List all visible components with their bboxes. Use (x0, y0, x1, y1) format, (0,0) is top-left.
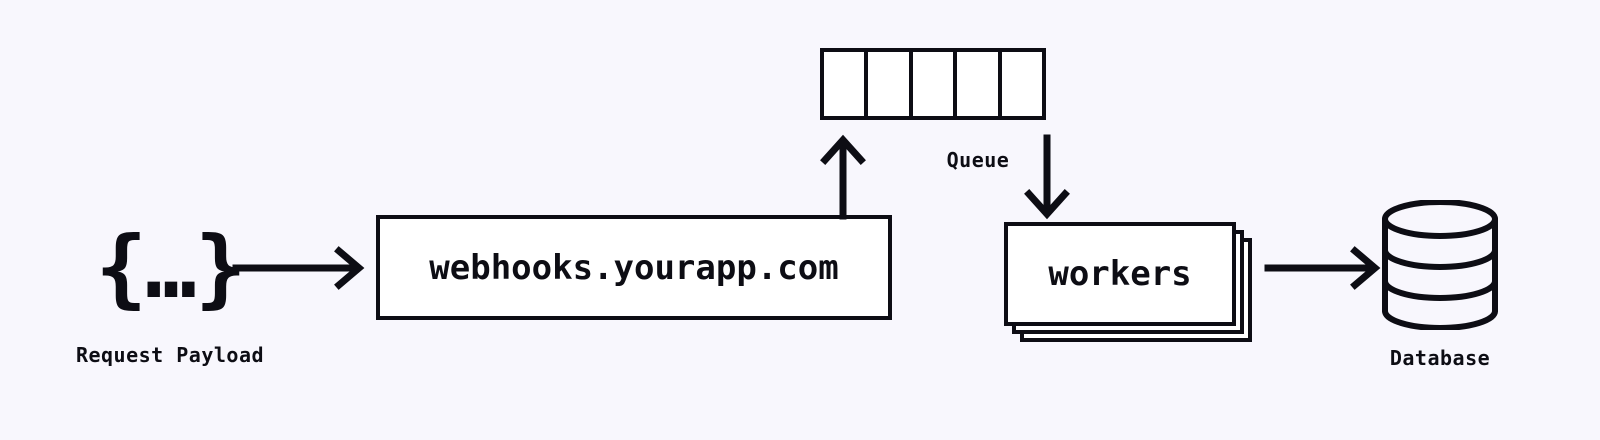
queue-cell (1001, 52, 1043, 116)
node-database: Database (1375, 200, 1505, 375)
arrow-webhooks-to-queue (820, 134, 866, 220)
arrow-workers-to-database (1264, 246, 1381, 290)
node-request-payload: {…} Request Payload (55, 215, 285, 380)
arrow-queue-to-workers (1024, 134, 1070, 220)
worker-card-front: workers (1004, 222, 1236, 326)
queue-label: Queue (946, 148, 1010, 172)
json-braces-icon: {…} (95, 217, 246, 318)
workers-label: workers (1048, 254, 1192, 294)
node-workers: workers (1004, 222, 1254, 344)
database-label: Database (1389, 346, 1491, 370)
queue-cell (912, 52, 958, 116)
queue-cell (868, 52, 913, 116)
webhooks-endpoint-label: webhooks.yourapp.com (429, 247, 839, 288)
queue-cell (957, 52, 1002, 116)
node-webhooks-endpoint: webhooks.yourapp.com (376, 215, 892, 320)
request-payload-label: Request Payload (75, 343, 265, 367)
queue-cell (824, 52, 869, 116)
arrow-payload-to-webhooks (232, 246, 365, 290)
queue-cells-container (820, 48, 1046, 120)
node-queue: Queue (820, 48, 1046, 172)
database-cylinder-icon (1382, 200, 1498, 330)
